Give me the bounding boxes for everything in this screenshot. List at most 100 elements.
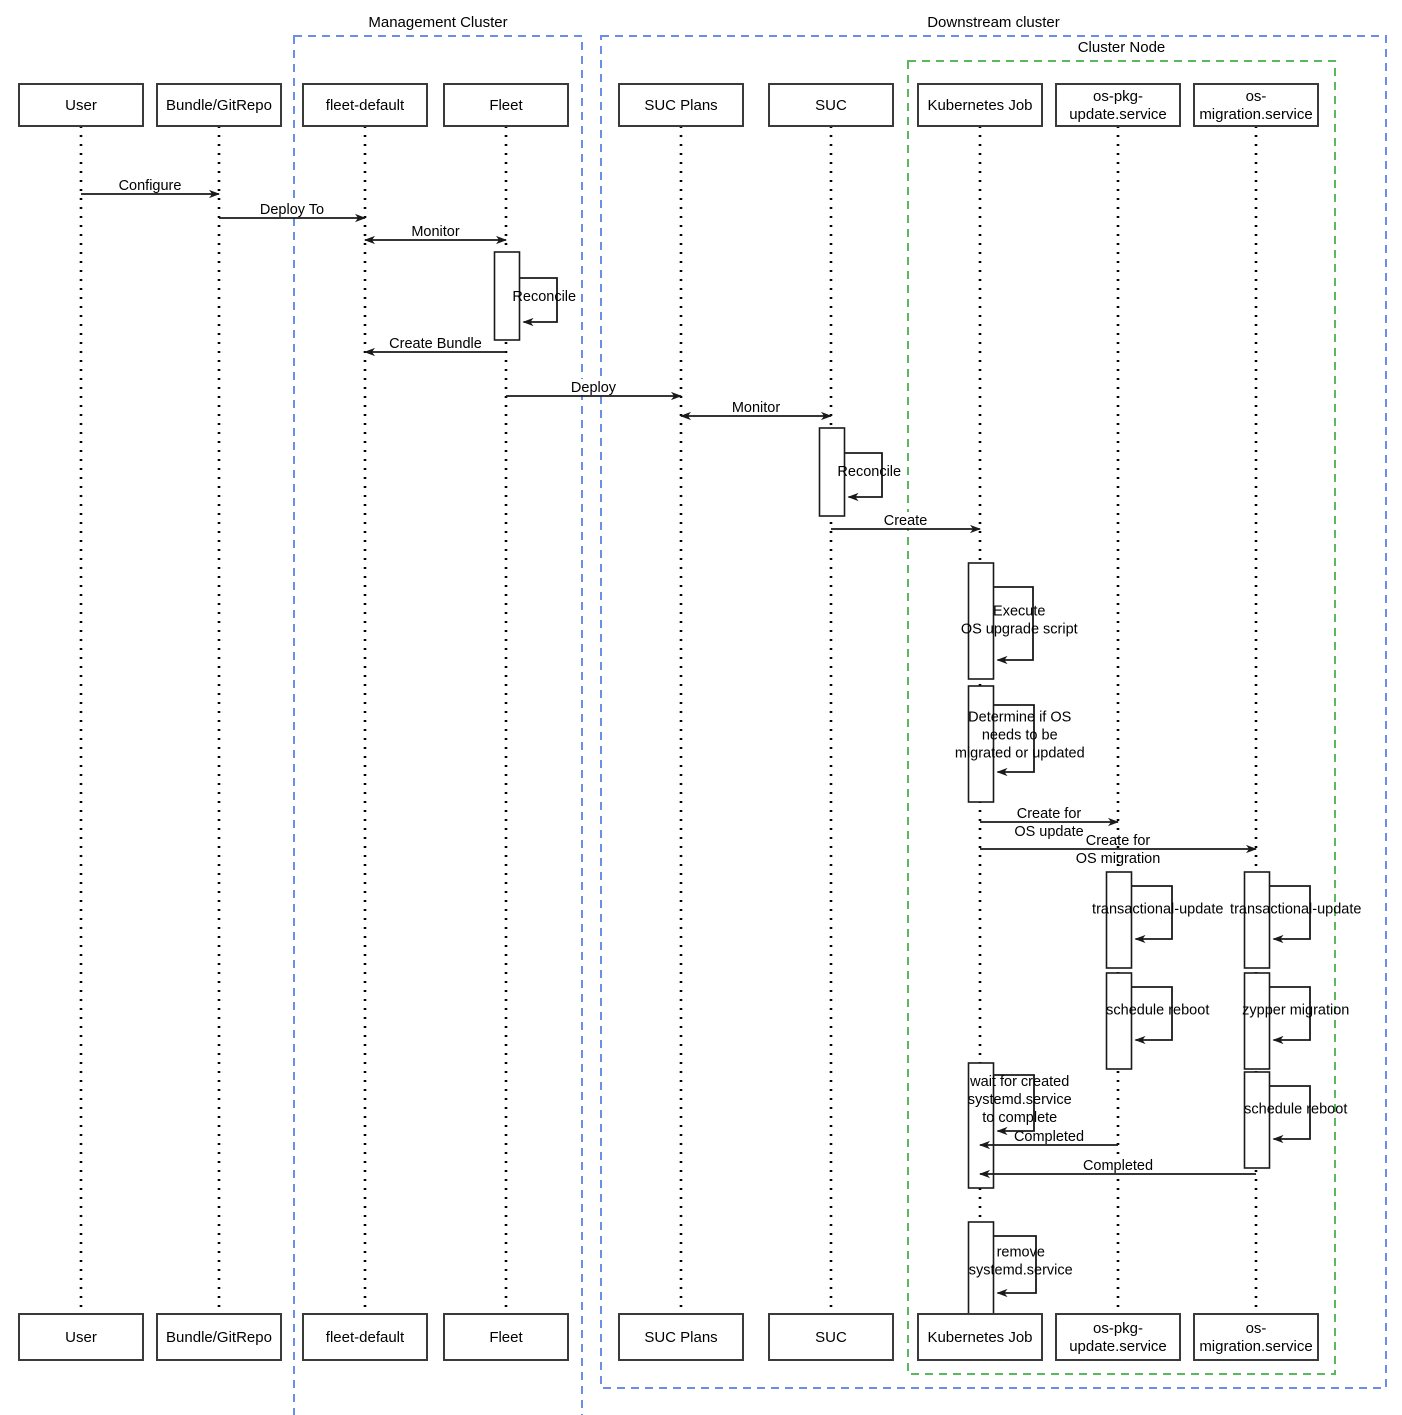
participant-label-suc-plans-head: SUC Plans	[644, 97, 717, 114]
participant-rect-os-migration-service-head[interactable]	[1193, 83, 1319, 127]
participant-label-kubernetes-job-foot: Kubernetes Job	[927, 1329, 1032, 1346]
self-message-label-reconcile-fleet: Reconcile	[512, 289, 576, 305]
message-label-bg-completed-pkg	[1014, 1128, 1084, 1144]
frames-layer: Management Cluster Downstream clusterClus…	[293, 14, 1387, 1415]
self-message-suc-reconcile-suc: Reconcile	[837, 452, 901, 502]
participant-box-fleet-head[interactable]: Fleet	[443, 83, 569, 127]
participant-box-os-migration-service-head[interactable]: os-migration.service	[1193, 83, 1319, 127]
message-label-bg-deploy	[570, 379, 617, 395]
participant-box-kubernetes-job-head[interactable]: Kubernetes Job	[917, 83, 1043, 127]
participant-rect-suc-foot[interactable]	[768, 1313, 894, 1361]
message-label-completed-pkg: Completed	[1014, 1129, 1084, 1145]
participant-label-os-migration-service-foot: os-migration.service	[1199, 1320, 1312, 1355]
participant-rect-fleet-foot[interactable]	[443, 1313, 569, 1361]
activation-act-pkg-reboot	[1105, 972, 1133, 1070]
message-label-bg-configure	[115, 177, 185, 193]
self-message-line-execute-os-upgrade-script	[993, 586, 1034, 665]
participant-rect-os-pkg-update-service-head[interactable]	[1055, 83, 1181, 127]
participant-rect-fleet-default-head[interactable]	[302, 83, 428, 127]
self-message-label-reconcile-suc: Reconcile	[837, 464, 901, 480]
frame-cluster-node	[907, 60, 1336, 1375]
message-label-monitor-suc: Monitor	[732, 400, 781, 416]
participant-rect-user-head[interactable]	[18, 83, 144, 127]
participant-box-user-head[interactable]: User	[18, 83, 144, 127]
frame-label-downstream-cluster: Downstream cluster	[927, 14, 1060, 31]
participant-box-suc-head[interactable]: SUC	[768, 83, 894, 127]
participant-box-suc-plans-head[interactable]: SUC Plans	[618, 83, 744, 127]
message-monitor-suc: Monitor	[680, 399, 832, 421]
participant-label-os-pkg-update-service-foot: os-pkg-update.service	[1069, 1320, 1167, 1355]
participant-label-fleet-foot: Fleet	[489, 1329, 523, 1346]
message-monitor-fleet: Monitor	[364, 223, 507, 245]
self-message-line-determine-os-action	[993, 704, 1035, 777]
participant-rect-bundle-gitrepo-head[interactable]	[156, 83, 282, 127]
participant-label-suc-foot: SUC	[815, 1329, 847, 1346]
self-message-line-zypper-migration	[1269, 986, 1311, 1045]
activation-act-job-determine	[967, 685, 995, 803]
message-label-completed-migration: Completed	[1083, 1158, 1153, 1174]
message-label-create-job: Create	[884, 513, 928, 529]
participant-label-os-migration-service-head: os-migration.service	[1199, 88, 1312, 123]
activation-act-mig-transactional	[1243, 871, 1271, 969]
message-create-job: Create	[831, 512, 981, 534]
self-message-label-schedule-reboot-pkg: schedule reboot	[1106, 1003, 1209, 1019]
participant-rect-fleet-default-foot[interactable]	[302, 1313, 428, 1361]
self-message-line-reconcile-suc	[844, 452, 883, 502]
message-label-bg-deploy-to	[257, 201, 327, 217]
participant-box-fleet-default-head[interactable]: fleet-default	[302, 83, 428, 127]
participant-rect-kubernetes-job-head[interactable]	[917, 83, 1043, 127]
participant-box-kubernetes-job-foot[interactable]: Kubernetes Job	[917, 1313, 1043, 1361]
participant-rect-bundle-gitrepo-foot[interactable]	[156, 1313, 282, 1361]
participant-rect-user-foot[interactable]	[18, 1313, 144, 1361]
self-message-fleet-reconcile-fleet: Reconcile	[512, 277, 576, 327]
participant-box-fleet-default-foot[interactable]: fleet-default	[302, 1313, 428, 1361]
self-message-os-migration-service-transactional-update-mig: transactional-update	[1230, 885, 1361, 944]
participant-rect-os-pkg-update-service-foot[interactable]	[1055, 1313, 1181, 1361]
participant-rect-os-migration-service-foot[interactable]	[1193, 1313, 1319, 1361]
activation-act-mig-reboot	[1243, 1071, 1271, 1169]
message-deploy: Deploy	[506, 379, 682, 401]
participant-box-fleet-foot[interactable]: Fleet	[443, 1313, 569, 1361]
self-message-label-zypper-migration: zypper migration	[1242, 1003, 1349, 1019]
activation-act-fleet-reconcile	[493, 251, 521, 341]
message-label-bg-create-job	[882, 512, 929, 528]
participant-rect-fleet-head[interactable]	[443, 83, 569, 127]
participant-box-os-pkg-update-service-foot[interactable]: os-pkg-update.service	[1055, 1313, 1181, 1361]
participant-rect-kubernetes-job-foot[interactable]	[917, 1313, 1043, 1361]
activation-act-job-execute	[967, 562, 995, 680]
frame-label-cluster-node: Cluster Node	[1078, 39, 1166, 56]
participant-box-bundle-gitrepo-foot[interactable]: Bundle/GitRepo	[156, 1313, 282, 1361]
participant-box-bundle-gitrepo-head[interactable]: Bundle/GitRepo	[156, 83, 282, 127]
participant-label-fleet-default-foot: fleet-default	[326, 1329, 405, 1346]
activation-act-pkg-transactional	[1105, 871, 1133, 969]
message-completed-migration: Completed	[979, 1157, 1256, 1179]
participant-rect-suc-plans-head[interactable]	[618, 83, 744, 127]
participant-rect-suc-plans-foot[interactable]	[618, 1313, 744, 1361]
participant-box-user-foot[interactable]: User	[18, 1313, 144, 1361]
message-configure: Configure	[81, 177, 220, 199]
message-label-bg-monitor-fleet	[408, 223, 463, 239]
message-label-configure: Configure	[119, 178, 182, 194]
frame-label-management-cluster: Management Cluster	[368, 14, 507, 31]
self-message-os-pkg-update-service-transactional-update-pkg: transactional-update	[1092, 885, 1223, 944]
participant-box-os-migration-service-foot[interactable]: os-migration.service	[1193, 1313, 1319, 1361]
activation-act-job-wait	[967, 1062, 995, 1189]
participant-box-os-pkg-update-service-head[interactable]: os-pkg-update.service	[1055, 83, 1181, 127]
self-message-line-wait-for-systemd	[993, 1074, 1035, 1136]
participant-box-suc-plans-foot[interactable]: SUC Plans	[618, 1313, 744, 1361]
activation-act-suc-reconcile	[818, 427, 846, 517]
participant-label-bundle-gitrepo-foot: Bundle/GitRepo	[166, 1329, 272, 1346]
participant-label-fleet-default-head: fleet-default	[326, 97, 405, 114]
participant-label-user-head: User	[65, 97, 97, 114]
participant-rect-suc-head[interactable]	[768, 83, 894, 127]
participant-box-suc-foot[interactable]: SUC	[768, 1313, 894, 1361]
